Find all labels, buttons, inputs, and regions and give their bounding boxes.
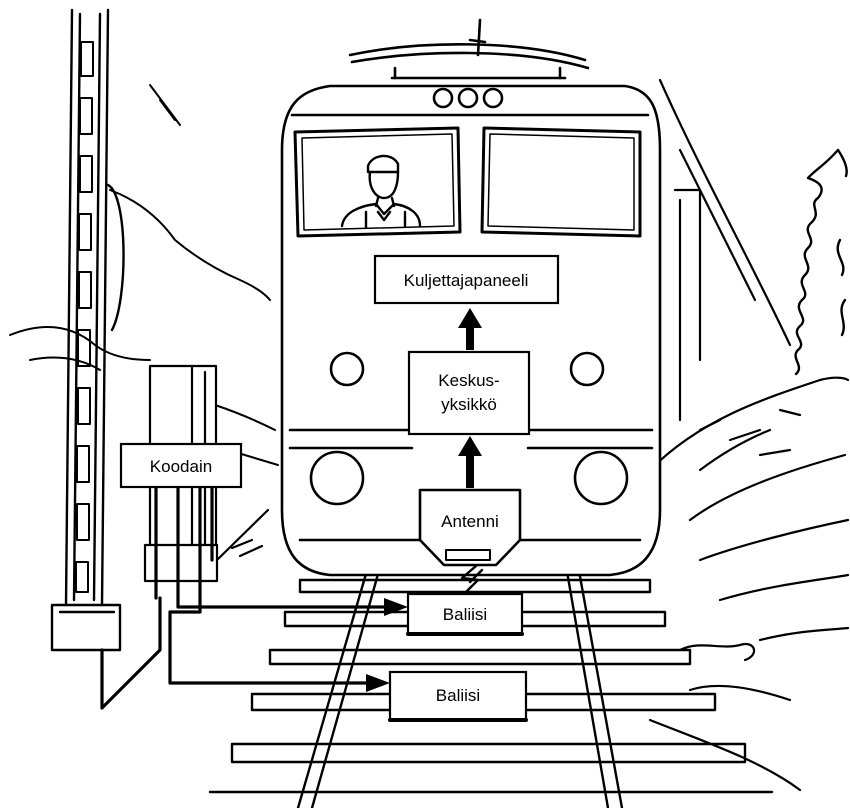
- balise-1: Baliisi: [408, 594, 522, 634]
- encoder-label: Koodain: [150, 457, 212, 476]
- driver-panel-box: Kuljettajapaneeli: [375, 256, 558, 303]
- signal-mast: [52, 10, 124, 650]
- central-unit-box: Keskus- yksikkö: [409, 352, 529, 434]
- tree-right: [796, 150, 847, 374]
- antenna-label: Antenni: [441, 512, 499, 531]
- balise-2-label: Baliisi: [436, 686, 480, 705]
- balise-1-label: Baliisi: [443, 605, 487, 624]
- driver-panel-label: Kuljettajapaneeli: [404, 271, 529, 290]
- bushes-right: [650, 378, 848, 790]
- balise-2: Baliisi: [390, 672, 526, 720]
- central-unit-label-line2: yksikkö: [441, 395, 497, 414]
- overhead-lines: [660, 80, 790, 420]
- encoder-box: Koodain: [121, 444, 241, 487]
- background-hills: [10, 85, 278, 465]
- central-unit-label-line1: Keskus-: [438, 371, 499, 390]
